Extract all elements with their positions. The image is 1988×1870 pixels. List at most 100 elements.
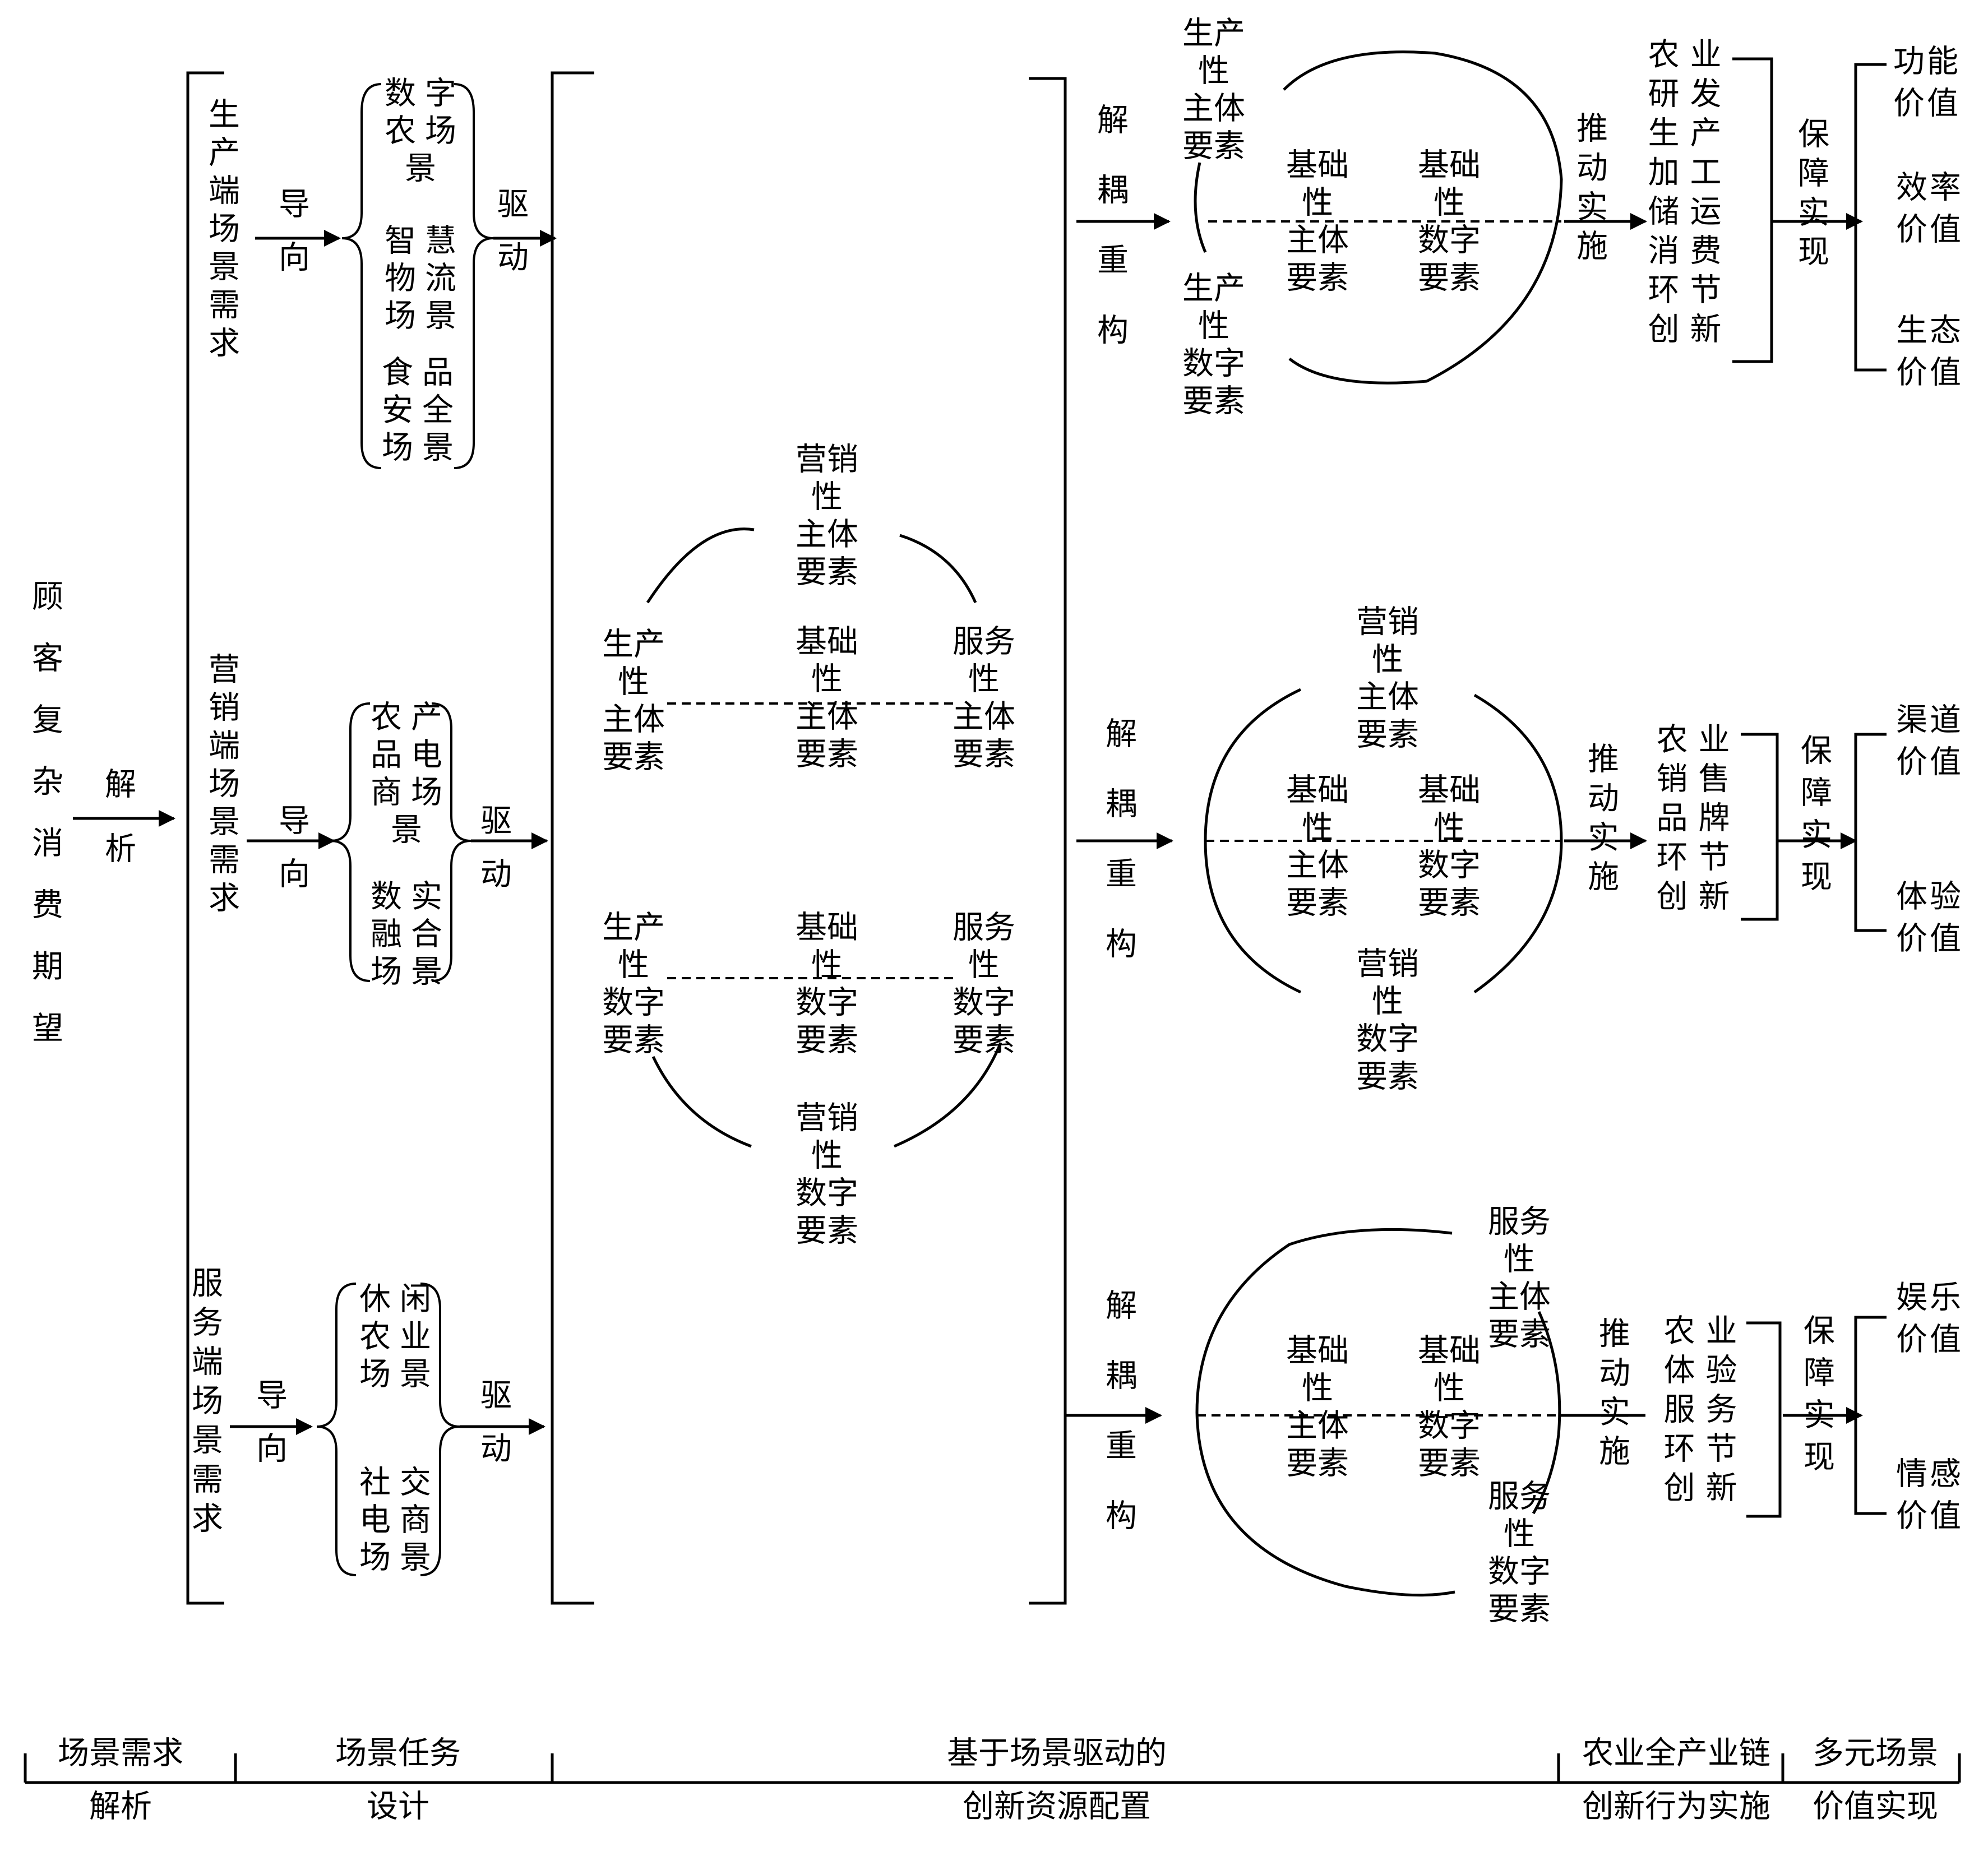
- task-brace-left-production: [341, 83, 382, 469]
- grid-char: 价: [1893, 86, 1925, 122]
- grid-char: 态: [1930, 313, 1961, 349]
- stack-char: 施: [1599, 1434, 1630, 1470]
- grid-char: 价: [1896, 921, 1927, 957]
- element-line: 性: [811, 1138, 843, 1174]
- stack-char: 场: [192, 1383, 223, 1420]
- grid-char: 环: [1664, 1431, 1695, 1468]
- grid-char: 业: [1699, 722, 1730, 758]
- element-line: 服务: [1488, 1204, 1551, 1241]
- task-food-safety: 食品安全场景: [382, 355, 454, 466]
- stack-char: 驱: [480, 1378, 512, 1414]
- element-line: 性: [1504, 1516, 1535, 1553]
- stack-char: 杂: [32, 764, 63, 800]
- element-line: 生产: [602, 910, 665, 946]
- value-entertainment: 娱乐价值: [1896, 1280, 1961, 1358]
- value-function: 功能价值: [1893, 44, 1958, 122]
- task-digital-real-fusion: 数实融合场景: [371, 879, 442, 990]
- grid-char: 值: [1930, 212, 1961, 248]
- grid-char: 业: [1690, 37, 1722, 73]
- element-line: 基础: [1418, 147, 1481, 184]
- stage-line: 创新资源配置: [963, 1789, 1151, 1825]
- resource-bracket-right: [1029, 77, 1067, 1605]
- stack-char: 费: [32, 887, 63, 924]
- element-line: 生产: [1182, 16, 1245, 52]
- value-bracket-1: [1854, 63, 1887, 372]
- stack-char: 保: [1804, 1313, 1835, 1350]
- grid-char: 消: [1648, 233, 1680, 270]
- stack-char: 求: [209, 326, 240, 362]
- stage-line: 设计: [367, 1789, 429, 1825]
- grid-char: 产: [411, 700, 442, 736]
- element-line: 营销: [1356, 604, 1419, 641]
- grid-char: 流: [425, 261, 456, 297]
- element-line: 性: [968, 661, 1000, 698]
- grid-char: 储: [1648, 194, 1680, 230]
- stack-char: 导: [279, 187, 310, 223]
- grid-char: 农: [1648, 37, 1680, 73]
- grid-char: 商: [400, 1502, 431, 1539]
- grid-char: 值: [1930, 1322, 1961, 1358]
- stack-char: 现: [1798, 234, 1829, 271]
- grid-char: 品: [371, 737, 402, 774]
- stack-char: 重: [1097, 243, 1129, 279]
- grid-char: 率: [1930, 170, 1961, 206]
- task-digital-farm: 数字农场景: [385, 76, 456, 187]
- grid-char: 值: [1930, 744, 1961, 781]
- grid-char: 产: [1690, 115, 1722, 152]
- element-line: 服务: [1488, 1479, 1551, 1515]
- innovation-bracket-3: [1746, 1321, 1782, 1518]
- stack-char: 耦: [1106, 786, 1137, 823]
- grid-char: 字: [425, 76, 456, 112]
- grid-char: 环: [1657, 840, 1688, 876]
- grid-char: 农: [359, 1319, 391, 1355]
- grid-char: 价: [1896, 355, 1927, 391]
- stack-char: 障: [1804, 1355, 1835, 1392]
- stack-char: 实: [1576, 189, 1608, 226]
- element-line: 性: [1198, 308, 1229, 345]
- grid-char: 电: [411, 737, 442, 774]
- innovation-chain3: 农业体验服务环节创新: [1664, 1313, 1737, 1507]
- stack-char: 需: [209, 843, 240, 879]
- stack-char: 构: [1097, 313, 1129, 349]
- grid-char: 场: [411, 775, 442, 811]
- element-line: 生产: [1182, 271, 1245, 307]
- grid-char: 费: [1690, 233, 1722, 270]
- element-line: 主体: [1488, 1279, 1551, 1316]
- stack-char: 服: [192, 1266, 223, 1302]
- grid-char: 农: [385, 113, 416, 150]
- stack-char: 推: [1599, 1316, 1630, 1353]
- element-line: 性: [811, 947, 843, 984]
- stack-char: 实: [1798, 195, 1829, 232]
- grid-char: 场: [359, 1540, 391, 1576]
- value-bracket-2: [1854, 733, 1887, 932]
- element-line: 要素: [1488, 1591, 1551, 1628]
- stack-char: 导: [279, 803, 310, 840]
- guide-label-service: 导向: [256, 1378, 288, 1468]
- grid-char: 交: [400, 1465, 431, 1501]
- element-line: 要素: [1182, 128, 1245, 165]
- grid-char: 体: [1664, 1353, 1695, 1389]
- element-line: 服务: [953, 910, 1015, 946]
- grid-char: 价: [1896, 1498, 1927, 1535]
- grid-char: 节: [1706, 1431, 1737, 1468]
- element-line: 要素: [796, 1022, 858, 1059]
- grid-char: 全: [422, 392, 454, 429]
- element-line: 性: [1302, 810, 1333, 846]
- stack-char: 期: [32, 949, 63, 985]
- stack-char: 实: [1801, 817, 1832, 854]
- stack-char: 驱: [480, 803, 512, 840]
- grid-char: 售: [1699, 761, 1730, 798]
